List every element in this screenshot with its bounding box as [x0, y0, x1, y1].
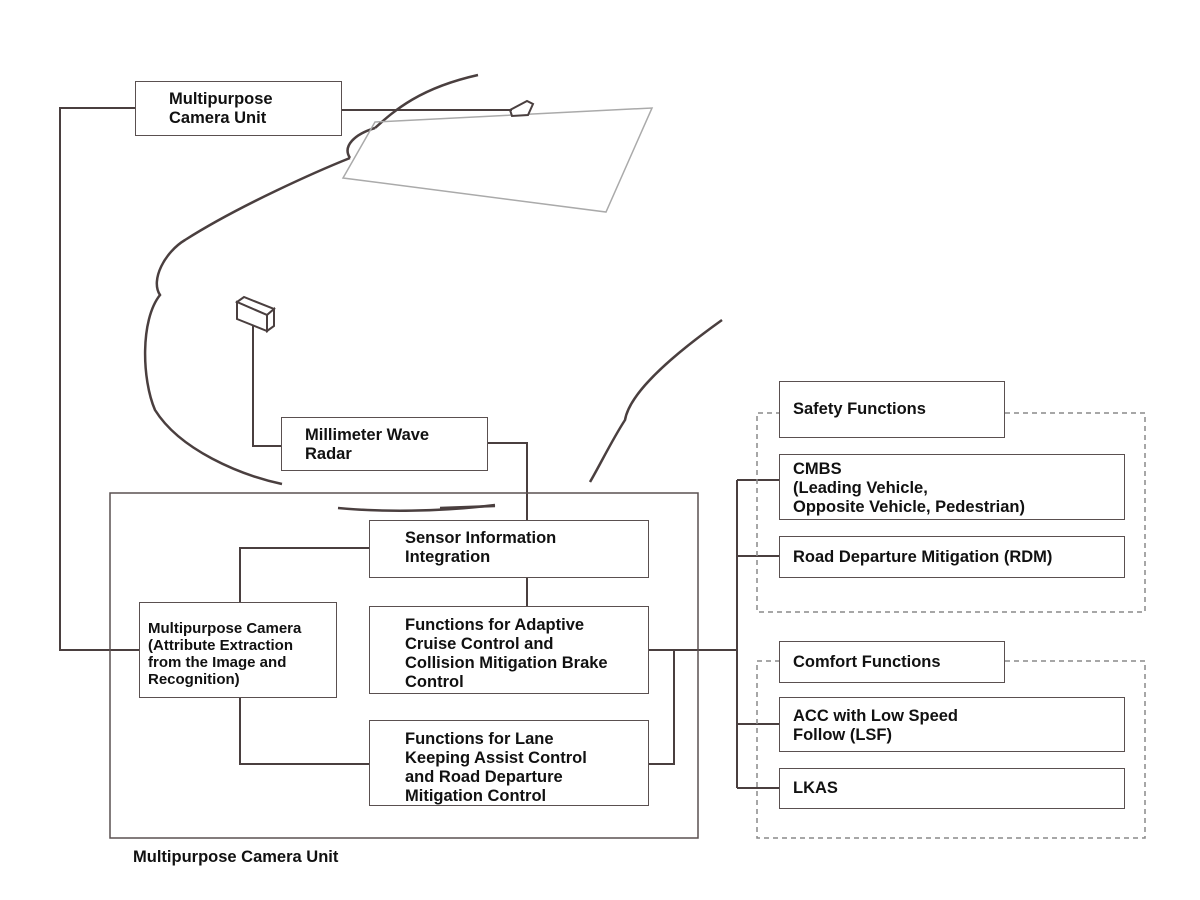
lka-rdm-functions-box: Functions for Lane Keeping Assist Contro… — [369, 720, 649, 806]
multipurpose-camera-box: Multipurpose Camera (Attribute Extractio… — [139, 602, 337, 698]
acc-lsf-box: ACC with Low Speed Follow (LSF) — [779, 697, 1125, 752]
function-group-frames — [756, 412, 1146, 839]
comfort-functions-title-box: Comfort Functions — [779, 641, 1005, 683]
radar-sensor-icon — [234, 295, 276, 333]
unit-caption: Multipurpose Camera Unit — [133, 848, 339, 866]
windshield-outline — [341, 107, 654, 213]
sensor-integration-box: Sensor Information Integration — [369, 520, 649, 578]
rdm-box: Road Departure Mitigation (RDM) — [779, 536, 1125, 578]
top-camera-unit-box: Multipurpose Camera Unit — [135, 81, 342, 136]
acc-cmbs-functions-box: Functions for Adaptive Cruise Control an… — [369, 606, 649, 694]
cmbs-box: CMBS (Leading Vehicle, Opposite Vehicle,… — [779, 454, 1125, 520]
connector-lines — [59, 107, 779, 789]
safety-functions-title-box: Safety Functions — [779, 381, 1005, 438]
lkas-box: LKAS — [779, 768, 1125, 809]
camera-unit-frame — [109, 492, 699, 839]
camera-sensor-icon — [508, 99, 535, 118]
radar-box: Millimeter Wave Radar — [281, 417, 488, 471]
